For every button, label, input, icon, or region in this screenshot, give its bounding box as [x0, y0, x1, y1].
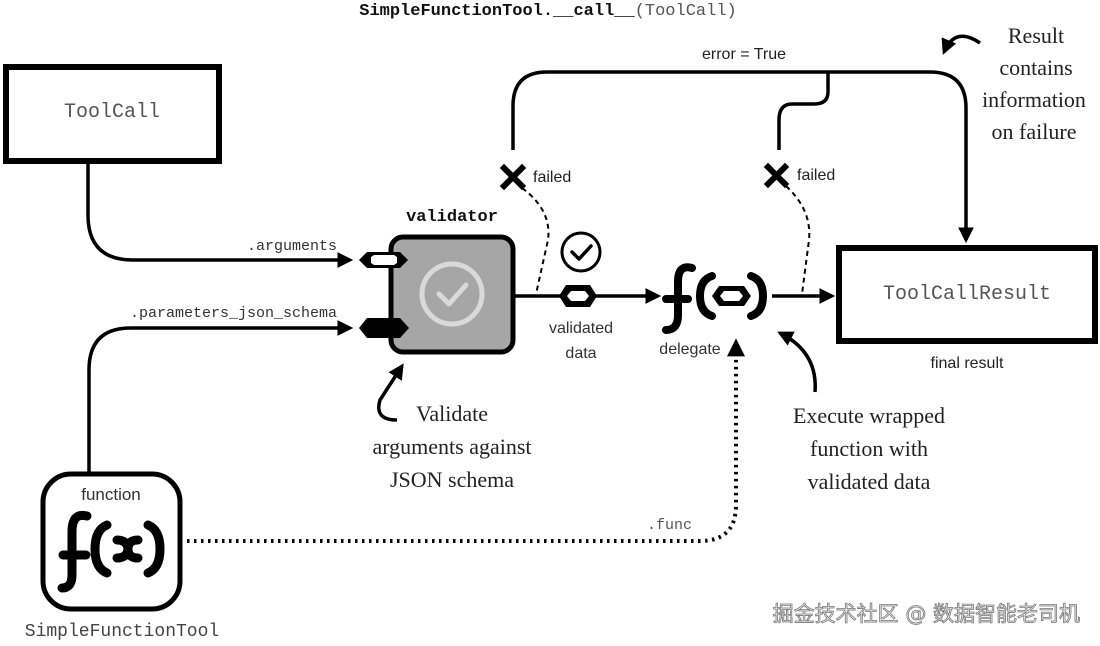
annotation-execute-line-1: Execute wrapped: [793, 403, 945, 428]
diagram-title: SimpleFunctionTool.__call__(ToolCall): [359, 2, 736, 21]
delegate-label: delegate: [659, 341, 720, 358]
annotation-arrow: [777, 331, 817, 393]
execute-annotation: Execute wrapped function with validated …: [777, 331, 945, 494]
x-icon: [763, 162, 790, 189]
x-icon: [499, 163, 527, 191]
result-failure-annotation: Result contains information on failure: [941, 23, 1086, 144]
delegate-node[interactable]: delegate: [659, 263, 768, 358]
annotation-arrow: [377, 363, 404, 422]
validator-failed: failed: [499, 163, 571, 295]
annotation-validate-line-2: arguments against: [372, 434, 531, 459]
arguments-edge: [86, 164, 354, 268]
failed-dashed-validator: [521, 187, 550, 295]
validated-data-port: [559, 285, 597, 307]
annotation-validate-line-3: JSON schema: [390, 467, 514, 492]
toolcallresult-label: ToolCallResult: [883, 283, 1051, 306]
function-label: function: [81, 485, 141, 504]
annotation-execute-line-2: function with: [810, 436, 928, 461]
annotation-result-line-3: information: [982, 87, 1086, 112]
validated-data-label-2: data: [565, 345, 596, 362]
toolcall-label: ToolCall: [64, 101, 160, 124]
failed-label-validator: failed: [533, 169, 571, 186]
schema-port: [359, 318, 409, 338]
toolcall-node[interactable]: ToolCall: [3, 64, 222, 164]
validated-data-label-1: validated: [549, 320, 613, 337]
annotation-arrow: [941, 34, 981, 55]
arguments-port-inner: [371, 255, 397, 265]
watermark: 掘金技术社区 @ 数据智能老司机: [773, 602, 1080, 626]
annotation-execute-line-3: validated data: [808, 469, 931, 494]
toolcallresult-node[interactable]: ToolCallResult: [836, 245, 1098, 344]
parameters-schema-label: .parameters_json_schema: [130, 305, 337, 322]
error-true-label: error = True: [702, 46, 786, 63]
failed-label-delegate: failed: [797, 167, 835, 184]
title-bold: SimpleFunctionTool.__call__: [359, 2, 635, 21]
validate-annotation: Validate arguments against JSON schema: [372, 363, 532, 492]
annotation-result-line-1: Result: [1008, 23, 1064, 48]
func-label: .func: [647, 517, 692, 534]
success-check-icon: [560, 231, 602, 273]
validator-node[interactable]: validator: [388, 208, 516, 355]
parameters-schema-edge: [87, 320, 354, 472]
failed-dashed-delegate: [785, 185, 811, 295]
title-normal: (ToolCall): [635, 2, 737, 21]
final-result-label: final result: [931, 355, 1004, 372]
simplefunctiontool-node[interactable]: function: [40, 471, 183, 612]
annotation-result-line-4: on failure: [992, 119, 1077, 144]
delegate-port-inner: [720, 291, 743, 301]
simplefunctiontool-label: SimpleFunctionTool: [25, 622, 219, 642]
arguments-label: .arguments: [247, 238, 337, 255]
annotation-validate-line-1: Validate: [416, 401, 488, 426]
error-edge: [511, 70, 974, 244]
function-icon: [57, 510, 165, 593]
annotation-result-line-2: contains: [999, 55, 1072, 80]
function-icon: [662, 263, 768, 334]
error-edge-delegate-branch: [777, 72, 830, 150]
delegate-failed: failed: [763, 162, 835, 295]
validator-label: validator: [406, 208, 498, 227]
check-circle-icon: [419, 261, 485, 327]
